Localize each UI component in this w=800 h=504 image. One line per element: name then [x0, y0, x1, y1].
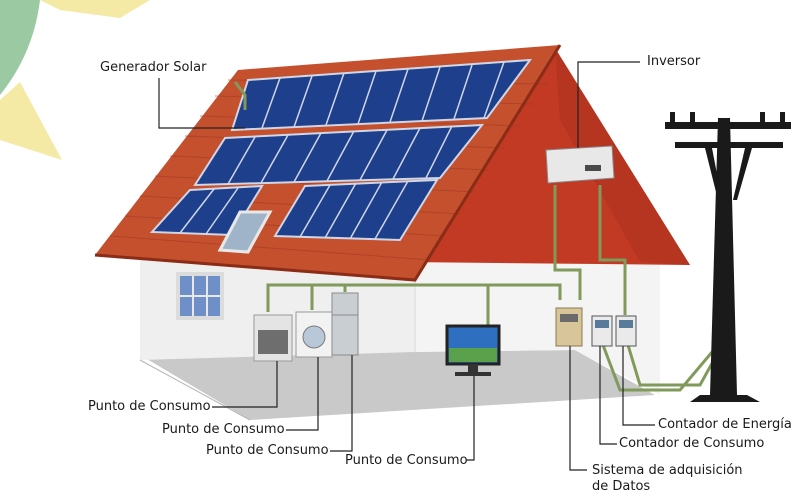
energy-meter-device: [615, 315, 637, 347]
data-logger-device: [555, 307, 583, 347]
label-energy-meter: Contador de Energía: [658, 417, 792, 432]
label-consumption-meter: Contador de Consumo: [619, 436, 765, 451]
label-consumption-point-1: Punto de Consumo: [88, 399, 211, 414]
label-data-acquisition-line1: Sistema de adquisición: [592, 463, 743, 478]
utility-pole: [665, 112, 791, 402]
label-consumption-point-3: Punto de Consumo: [206, 443, 329, 458]
label-consumption-point-2: Punto de Consumo: [162, 422, 285, 437]
label-consumption-point-4: Punto de Consumo: [345, 453, 468, 468]
leaf-shape: [0, 0, 40, 95]
stove: [253, 314, 293, 362]
label-data-acquisition: Sistema de adquisición de Datos: [592, 463, 743, 495]
sun-ray: [0, 82, 62, 160]
wiring: [233, 81, 727, 392]
sun-ray: [40, 0, 150, 18]
house-wall-right: [415, 258, 660, 395]
label-solar-generator: Generador Solar: [100, 60, 207, 75]
inverter-device: [545, 145, 615, 184]
television: [445, 324, 501, 376]
skylight: [217, 210, 273, 254]
consumption-meter-device: [591, 315, 613, 347]
washing-machine: [295, 311, 333, 358]
label-data-acquisition-line2: de Datos: [592, 479, 651, 494]
house-floor: [140, 350, 655, 420]
leader-lines: [158, 61, 655, 471]
label-inverter: Inversor: [647, 54, 701, 69]
window: [176, 272, 224, 320]
refrigerator: [331, 292, 359, 356]
